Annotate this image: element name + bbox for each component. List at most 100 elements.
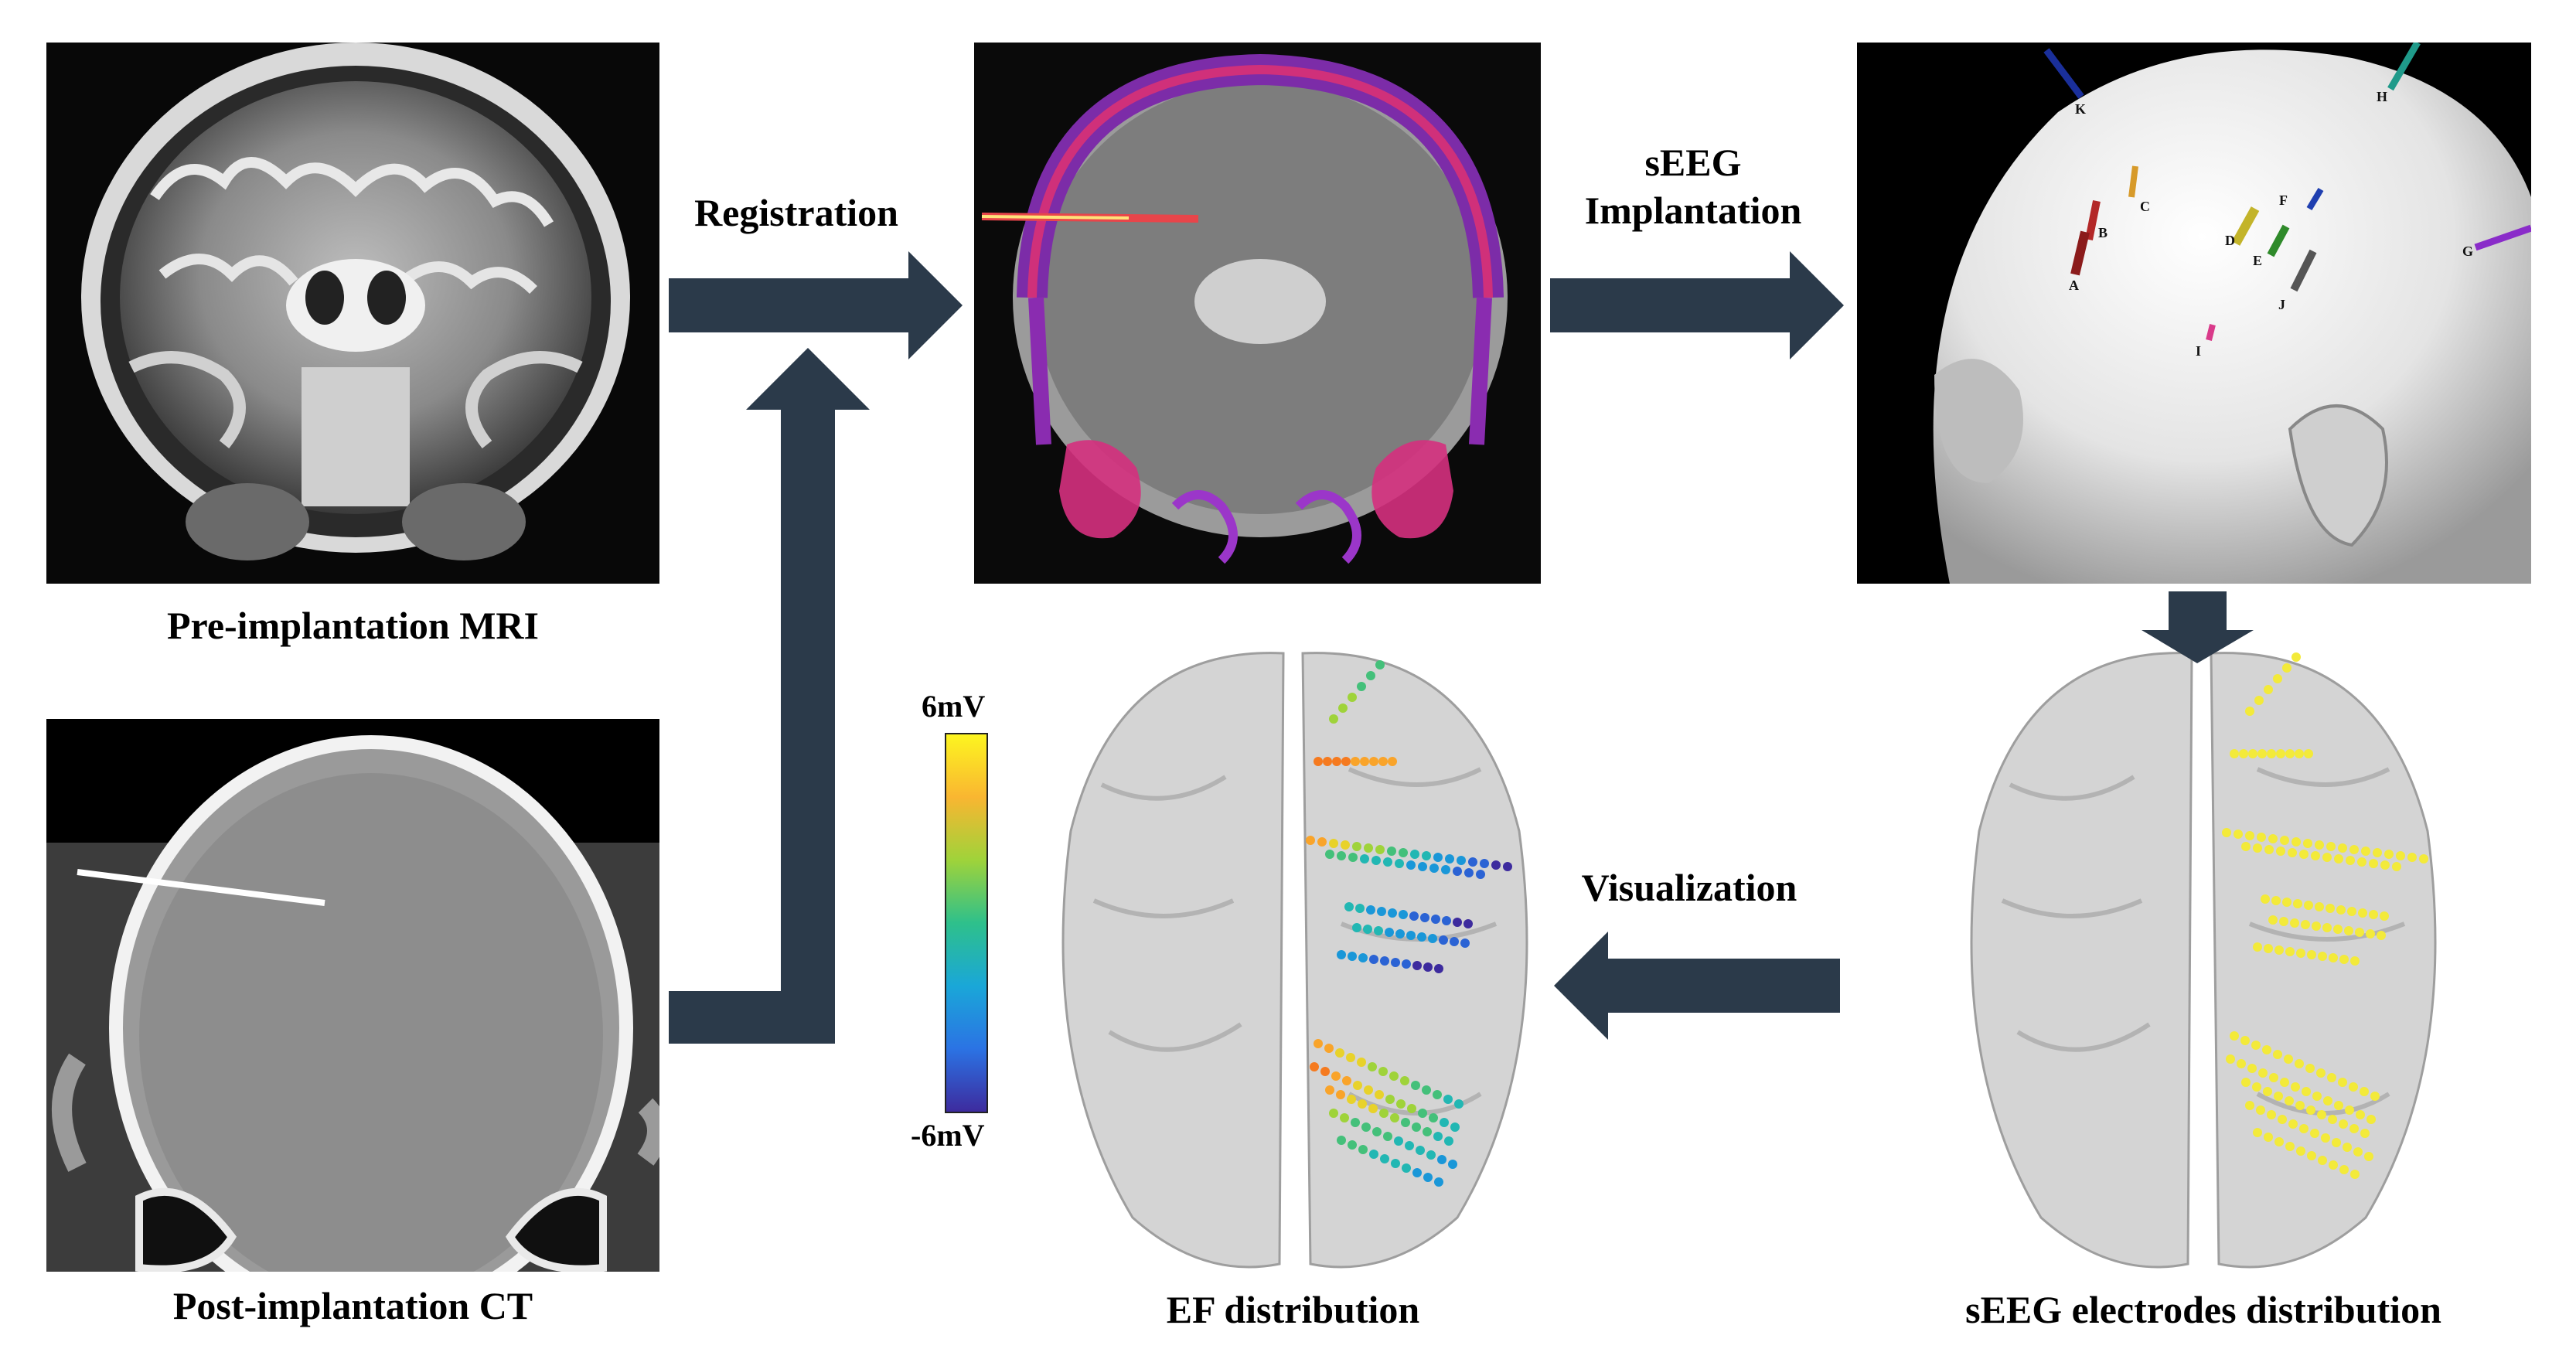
ef-electrode-contact [1442,916,1451,925]
seeg-electrode-contact [2370,1092,2380,1101]
ef-electrode-contact [1358,1145,1368,1154]
seeg-electrode-contact [2361,847,2370,856]
seeg-electrode-contact [2349,1124,2359,1133]
electrode-label-j: J [2278,297,2285,312]
ef-electrode-contact [1369,757,1378,766]
seeg-electrode-contact [2291,1082,2300,1092]
seeg-electrode-contact [2254,696,2264,705]
seeg-electrode-contact [2323,1096,2332,1105]
seeg-electrode-contact [2222,828,2231,837]
registration-panel [974,43,1541,584]
ef-electrode-contact [1431,915,1440,924]
electrode-label-a: A [2069,278,2079,293]
ef-electrode-contact [1368,1062,1377,1071]
ef-electrode-contact [1375,1090,1384,1099]
seeg-electrode-contact [2329,1160,2338,1170]
ef-electrode-contact [1329,714,1338,724]
seeg-electrode-contact [2392,862,2401,871]
seeg-electrode-contact [2256,1105,2265,1115]
ef-electrode-contact [1444,1136,1453,1146]
seeg-electrode-contact [2317,1110,2326,1119]
seeg-electrode-contact [2302,1087,2311,1096]
seeg-electrode-contact [2344,926,2353,935]
ef-electrode-contact [1340,1113,1349,1122]
ef-electrode-contact [1460,939,1470,948]
seeg-electrode-contact [2282,898,2291,907]
ef-electrode-contact [1423,1127,1432,1136]
electrode-label-k: K [2075,101,2086,117]
visualization-arrow [1554,932,1840,1040]
ct-to-registration-arrow [669,348,870,1044]
seeg-electrode-contact [2290,918,2299,928]
seeg-electrode-contact [2312,1092,2322,1101]
ef-electrode-contact [1329,839,1338,848]
ef-electrode-contact [1468,857,1477,867]
seeg-electrode-contact [2271,896,2281,905]
seeg-electrode-contact [2258,1068,2268,1078]
seeg-electrode-contact [2380,860,2390,870]
ef-electrode-contact [1385,1095,1395,1104]
seeg-electrode-contact [2380,911,2389,921]
ef-electrode-contact [1491,860,1501,870]
ef-electrode-contact [1412,1168,1422,1177]
visualization-label: Visualization [1581,866,1797,909]
seeg-electrode-contact [2306,1105,2315,1115]
seeg-electrode-contact [2296,949,2305,958]
seeg-electrode-contact [2239,749,2248,758]
ef-electrode-contact [1412,961,1422,970]
ef-electrode-contact [1377,907,1386,916]
ef-electrode-contact [1423,1173,1433,1182]
ef-electrode-contact [1476,870,1485,879]
seeg-electrode-contact [2241,842,2251,851]
ef-electrode-contact [1390,1113,1399,1122]
ef-electrode-contact [1346,1053,1355,1062]
ef-electrode-contact [1391,1159,1400,1168]
ef-electrode-contact [1417,932,1426,942]
seeg-electrode-contact [2347,907,2356,916]
ef-electrode-contact [1358,1099,1367,1109]
seeg-electrode-contact [2264,944,2273,953]
seeg-electrode-contact [2321,1133,2330,1143]
seeg-electrode-contact [2350,956,2360,966]
ef-electrode-contact [1454,1099,1463,1109]
ef-electrode-contact [1399,848,1408,857]
ef-electrode-contact [1434,1177,1443,1187]
registration-image [974,43,1541,584]
seeg-electrode-contact [2288,1119,2298,1129]
ef-electrode-contact [1336,1090,1345,1099]
ef-electrode-contact [1418,1109,1427,1118]
ef-electrode-contact [1410,850,1419,859]
ef-electrode-contact [1429,864,1439,873]
ef-electrode-contact [1503,862,1512,871]
seeg-electrode-contact [2253,942,2262,952]
ef-electrode-contact [1389,1071,1399,1081]
colorbar-min-label: -6mV [911,1118,985,1153]
seeg-electrode-contact [2234,829,2243,839]
head-render-panel: K H C B A F D E G J I [1857,43,2531,584]
seeg-electrode-contact [2329,953,2338,962]
seeg-electrode-contact [2377,931,2386,940]
ef-electrode-contact [1364,843,1373,853]
seeg-electrode-contact [2310,1129,2319,1138]
implantation-label-line1: sEEG [1644,141,1742,184]
ef-electrode-contact [1405,1141,1414,1150]
seeg-electrode-contact [2263,1087,2272,1096]
ef-electrode-contact [1351,757,1360,766]
seeg-electrode-contact [2407,853,2417,862]
seeg-electrode-contact [2268,915,2278,925]
seeg-electrode-contact [2333,925,2343,934]
electrode-label-f: F [2279,192,2288,208]
seeg-electrode-contact [2304,749,2313,758]
seeg-electrode-contact [2245,707,2254,716]
seeg-electrode-contact [2279,917,2288,926]
seeg-brain-panel [1933,630,2470,1283]
seeg-electrode-contact [2282,663,2291,673]
ef-electrode-contact [1363,925,1372,934]
seeg-electrode-contact [2280,1078,2289,1087]
seeg-electrode-contact [2285,1142,2295,1151]
ef-electrode-contact [1375,660,1385,669]
ef-electrode-contact [1457,856,1466,865]
seeg-electrode-contact [2305,1064,2315,1073]
ef-electrode-contact [1426,1150,1436,1160]
seeg-electrode-contact [2356,1110,2365,1119]
